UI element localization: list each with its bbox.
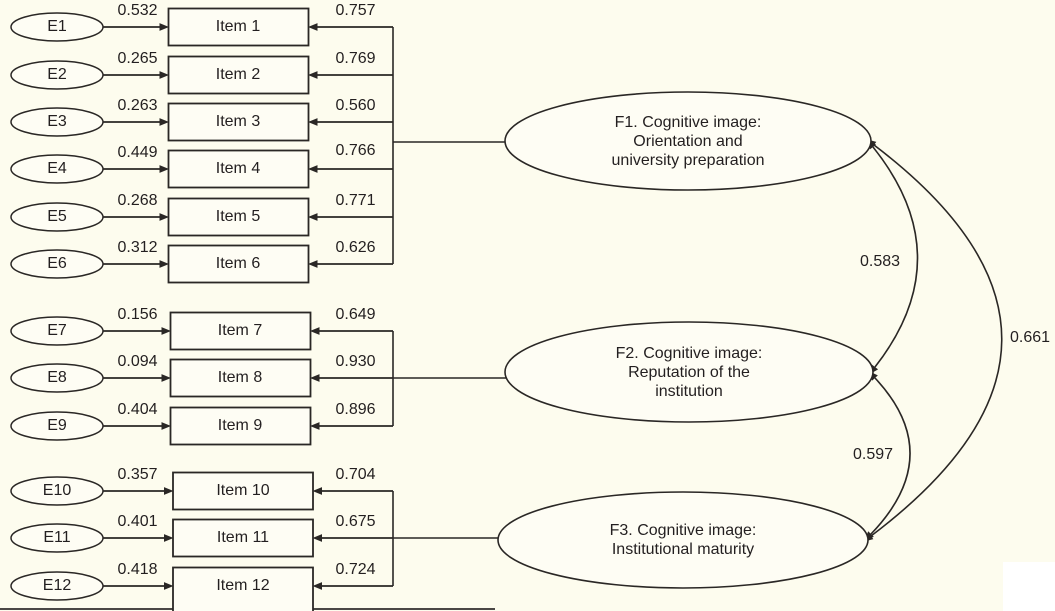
error-ellipse-e7	[10, 316, 104, 346]
item-box-item-2	[167, 55, 310, 95]
error-label-e9: E9	[47, 417, 67, 434]
item-box-item-1	[167, 7, 310, 47]
error-variance-label-e2: 0.265	[117, 50, 158, 67]
correlation-label-f2-f3: 0.597	[852, 446, 894, 463]
error-ellipse-e11	[10, 523, 104, 553]
item-label-item-4: Item 4	[215, 160, 261, 177]
error-ellipse-e10	[10, 476, 104, 506]
item-label-item-8: Item 8	[217, 369, 263, 386]
item-box-item-8	[169, 358, 312, 398]
error-label-e2: E2	[47, 66, 67, 83]
item-label-item-3: Item 3	[215, 113, 261, 130]
correlation-curve-f2-f3	[864, 371, 911, 541]
error-variance-label-e7: 0.156	[117, 306, 158, 323]
loading-label-item-9: 0.896	[335, 401, 376, 418]
error-label-e3: E3	[47, 113, 67, 130]
correlation-curve-f1-f3	[863, 139, 1003, 542]
item-box-item-12	[172, 566, 314, 611]
factor-ellipse-f2	[504, 321, 874, 423]
error-variance-label-e3: 0.263	[117, 97, 158, 114]
error-ellipse-e6	[10, 249, 104, 279]
error-ellipse-e1	[10, 12, 104, 42]
factor-label-f3: F3. Cognitive image: Institutional matur…	[609, 522, 757, 558]
item-box-item-6	[167, 244, 310, 284]
error-label-e1: E1	[47, 18, 67, 35]
item-label-item-1: Item 1	[215, 18, 261, 35]
error-variance-label-e8: 0.094	[117, 353, 158, 370]
item-label-item-2: Item 2	[215, 66, 261, 83]
error-ellipse-e4	[10, 154, 104, 184]
item-label-item-9: Item 9	[217, 417, 263, 434]
white-corner	[1003, 562, 1055, 611]
error-label-e4: E4	[47, 160, 67, 177]
loading-label-item-2: 0.769	[335, 50, 376, 67]
loading-label-item-1: 0.757	[335, 2, 376, 19]
loading-label-item-6: 0.626	[335, 239, 376, 256]
loading-label-item-4: 0.766	[335, 142, 376, 159]
error-variance-label-e1: 0.532	[117, 2, 158, 19]
error-ellipse-e5	[10, 202, 104, 232]
item-box-item-5	[167, 197, 310, 237]
error-label-e7: E7	[47, 322, 67, 339]
loading-label-item-5: 0.771	[335, 192, 376, 209]
error-label-e6: E6	[47, 255, 67, 272]
loading-label-item-7: 0.649	[335, 306, 376, 323]
error-label-e11: E11	[43, 529, 71, 546]
error-variance-label-e10: 0.357	[117, 466, 158, 483]
error-variance-label-e11: 0.401	[117, 513, 158, 530]
error-label-e8: E8	[47, 369, 67, 386]
error-label-e5: E5	[47, 208, 67, 225]
item-box-item-4	[167, 149, 310, 189]
correlation-label-f1-f2: 0.583	[859, 253, 901, 270]
error-variance-label-e6: 0.312	[117, 239, 158, 256]
error-ellipse-e3	[10, 107, 104, 137]
error-ellipse-e9	[10, 411, 104, 441]
error-ellipse-e2	[10, 60, 104, 90]
error-variance-label-e12: 0.418	[117, 561, 158, 578]
item-label-item-11: Item 11	[216, 529, 270, 546]
error-label-e10: E10	[42, 482, 72, 499]
item-label-item-6: Item 6	[215, 255, 261, 272]
factor-ellipse-f3	[497, 491, 869, 589]
error-ellipse-e8	[10, 363, 104, 393]
item-box-item-7	[169, 311, 312, 351]
loading-label-item-3: 0.560	[335, 97, 376, 114]
item-box-item-3	[167, 102, 310, 142]
loading-label-item-10: 0.704	[335, 466, 376, 483]
item-box-item-10	[172, 471, 314, 511]
loading-label-item-12: 0.724	[335, 561, 376, 578]
correlation-label-f1-f3: 0.661	[1009, 329, 1051, 346]
error-variance-label-e9: 0.404	[117, 401, 158, 418]
loading-label-item-8: 0.930	[335, 353, 376, 370]
correlation-curve-f1-f2	[867, 139, 919, 375]
factor-ellipse-f1	[504, 91, 872, 191]
item-box-item-9	[169, 406, 312, 446]
error-label-e12: E12	[42, 577, 72, 594]
item-label-item-5: Item 5	[215, 208, 261, 225]
item-label-item-12: Item 12	[216, 577, 270, 594]
loading-label-item-11: 0.675	[335, 513, 376, 530]
item-label-item-10: Item 10	[216, 482, 270, 499]
item-box-item-11	[172, 518, 314, 558]
factor-label-f2: F2. Cognitive image: Reputation of the i…	[615, 345, 763, 400]
factor-label-f1: F1. Cognitive image: Orientation and uni…	[611, 114, 765, 169]
error-variance-label-e5: 0.268	[117, 192, 158, 209]
item-label-item-7: Item 7	[217, 322, 263, 339]
error-variance-label-e4: 0.449	[117, 144, 158, 161]
error-ellipse-e12	[10, 571, 104, 601]
